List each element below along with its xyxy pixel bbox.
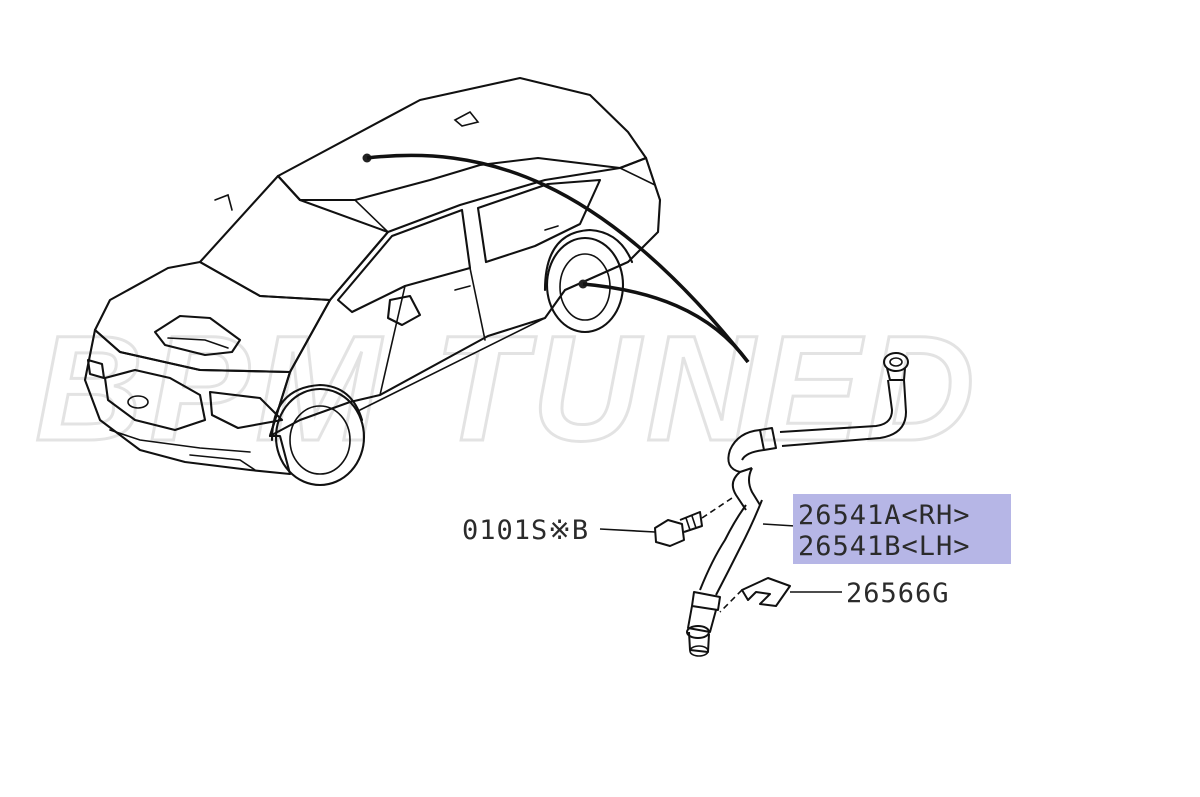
- hose-highlight-box: [793, 494, 1011, 564]
- brake-hose-assembly: [654, 352, 909, 657]
- rear-leader-curve: [366, 153, 750, 364]
- car-illustration: [83, 76, 662, 487]
- hose-leader-line: [762, 523, 796, 527]
- hose-rh-part-number: 26541A<RH>: [798, 500, 971, 531]
- bolt-leader-line: [599, 528, 656, 533]
- clip-part-number: 26566G: [846, 578, 950, 609]
- hose-lh-part-number: 26541B<LH>: [798, 531, 971, 562]
- bolt-part-number: 0101S※B: [462, 515, 589, 546]
- wheel-leader-curve: [582, 282, 750, 364]
- location-leaders: [362, 153, 750, 364]
